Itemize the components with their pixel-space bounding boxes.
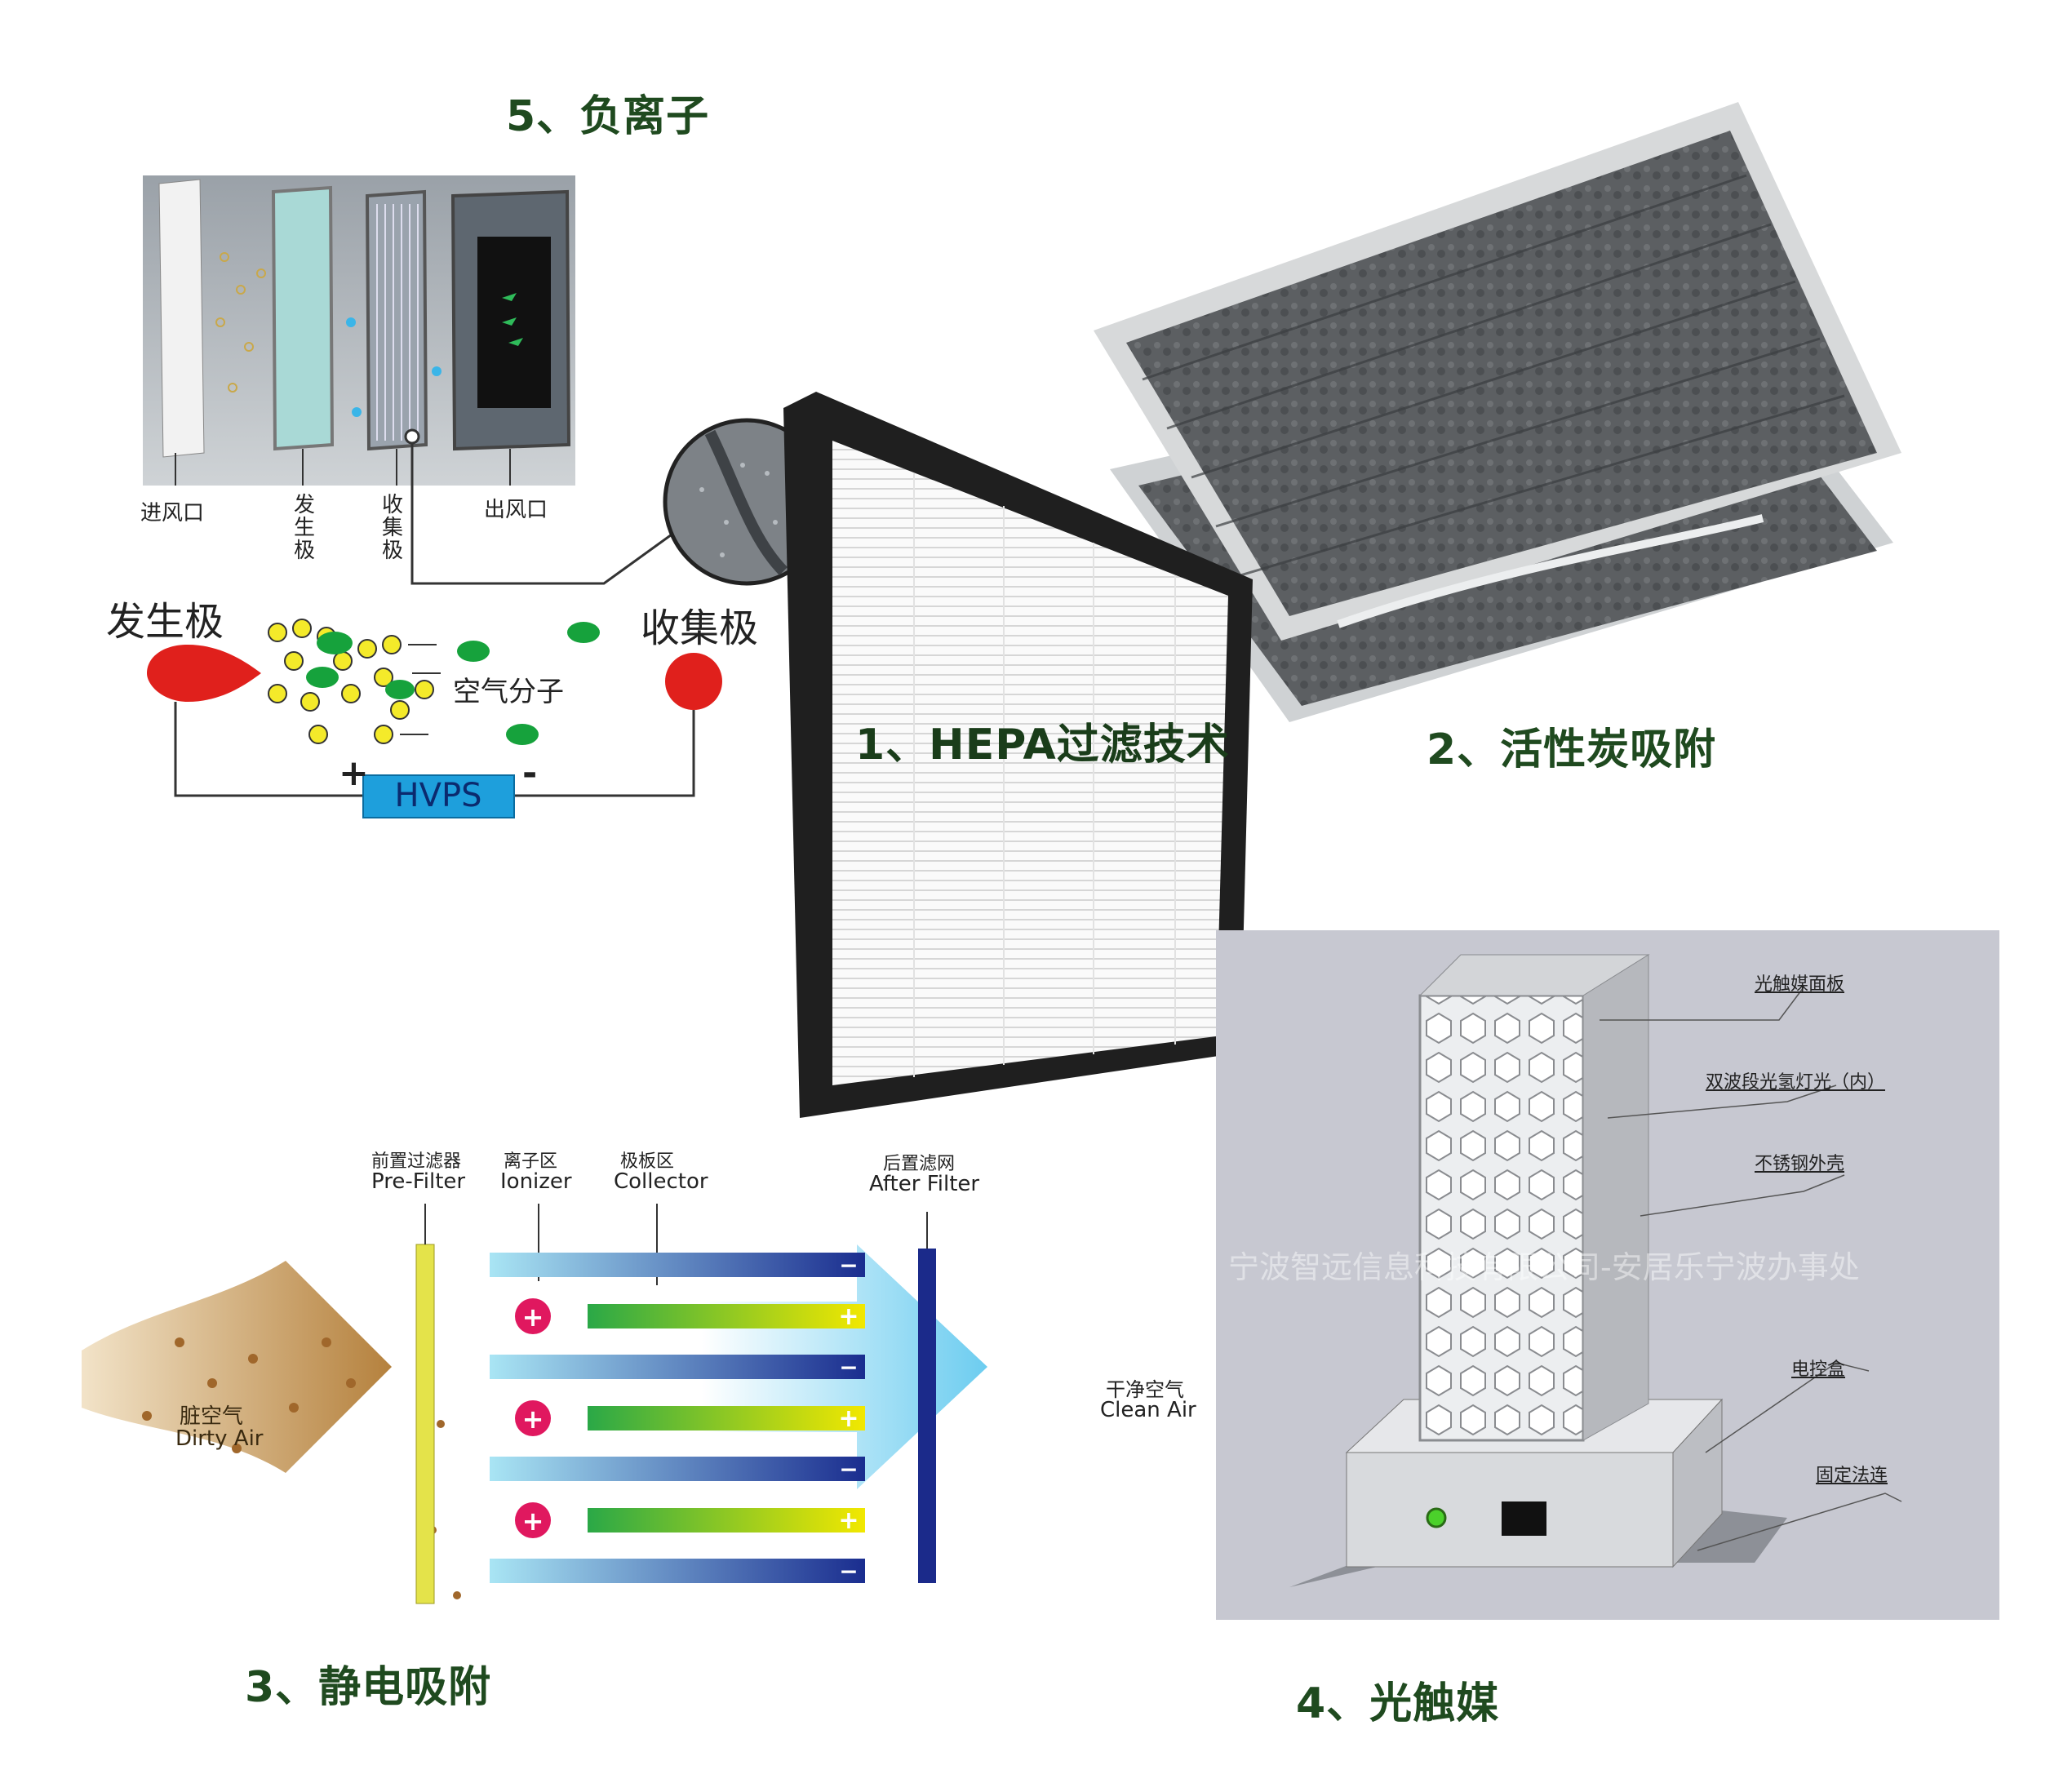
callout-lamp: 双波段光氢灯光（内） (1706, 1072, 1886, 1093)
collector-label: 收集极 (641, 605, 759, 651)
anion-exploded-view (143, 175, 575, 486)
stage-label-inlet: 进风口 (140, 501, 205, 526)
generator-label: 发生极 (106, 599, 224, 645)
dirty-air-label-cn: 脏空气 (180, 1404, 244, 1429)
afterfilter-bar (918, 1249, 936, 1583)
plate-4 (588, 1406, 865, 1430)
electrostatic-diagram: − + − + − + − + + + (82, 1204, 987, 1604)
inlet-panel (158, 179, 205, 458)
ionizer-label-en: Ionizer (500, 1169, 572, 1194)
anion-exploded-svg (143, 175, 575, 486)
plate-5-sign: − (839, 1456, 858, 1483)
callout-shell: 不锈钢外壳 (1755, 1154, 1845, 1174)
plate-4-sign: + (838, 1404, 859, 1433)
clean-air-label-en: Clean Air (1100, 1398, 1196, 1422)
hepa-media (832, 441, 1228, 1085)
photocatalyst-svg (1289, 954, 1902, 1587)
plate-3-sign: − (839, 1354, 858, 1381)
generator-plate (271, 185, 335, 451)
caption-carbon: 2、活性炭吸附 (1427, 725, 1717, 774)
stage-label-generator: 发生极 (294, 493, 316, 563)
plate-7-sign: − (839, 1558, 858, 1585)
ionizer-nodes (515, 1298, 551, 1538)
plate-6-sign: + (838, 1506, 859, 1535)
magnifier-anchor (404, 428, 420, 445)
magnifier-fiber (704, 429, 788, 575)
prefilter-label-cn: 前置过滤器 (371, 1151, 462, 1172)
stage-label-outlet: 出风口 (484, 498, 548, 522)
callout-panel: 光触媒面板 (1755, 974, 1845, 995)
photocatalyst-panel (1216, 930, 1999, 1620)
ion-cluster (268, 619, 434, 744)
wire-left (174, 702, 367, 797)
collector-electrode (665, 653, 722, 710)
caption-electrostatic: 3、静电吸附 (245, 1663, 492, 1712)
watermark: 宁波智远信息科技有限公司-安居乐宁波办事处 (1228, 1249, 1860, 1285)
prefilter-bar (415, 1244, 435, 1604)
magnifier-leader (410, 437, 678, 585)
plate-7 (490, 1559, 865, 1583)
ion-sign-3: + (522, 1506, 544, 1537)
dirty-air-arrow (82, 1261, 392, 1473)
lamp-housing-side (1582, 954, 1649, 1441)
callout-control-box: 电控盒 (1791, 1360, 1846, 1380)
plate-6 (588, 1508, 865, 1533)
lamp-housing-front (1418, 994, 1585, 1442)
ionizer-schematic: HVPS + - (147, 619, 722, 818)
afterfilter-label-cn: 后置滤网 (883, 1154, 956, 1174)
carbon-filter-image (1094, 102, 1901, 722)
plate-1-sign: − (839, 1252, 858, 1279)
ion-sign-2: + (522, 1404, 544, 1435)
ionizer-label-cn: 离子区 (504, 1151, 558, 1172)
control-box-side (1672, 1398, 1723, 1568)
plus-sign: + (339, 752, 369, 794)
collector-label-en: Collector (614, 1169, 708, 1194)
outlet-window (477, 237, 551, 408)
power-indicator-light (1426, 1507, 1447, 1528)
clean-air-label-cn: 干净空气 (1106, 1378, 1184, 1401)
caption-anion: 5、负离子 (506, 92, 710, 141)
callout-flange: 固定法连 (1816, 1466, 1888, 1486)
minus-sign: - (522, 752, 537, 794)
power-switch (1502, 1501, 1546, 1536)
hepa-filter-image (783, 392, 1253, 1118)
stage-label-collector: 收集极 (382, 493, 404, 563)
magnifier-callout (404, 418, 824, 586)
caption-photocatalyst: 4、光触媒 (1296, 1679, 1500, 1728)
hvps-box (362, 774, 515, 818)
generator-electrode (147, 645, 261, 702)
caption-hepa: 1、HEPA过滤技术 (855, 721, 1230, 770)
ion-sign-1: + (522, 1302, 544, 1333)
plate-2-sign: + (838, 1302, 859, 1331)
wire-right (514, 710, 695, 797)
dirty-air-label-en: Dirty Air (175, 1426, 264, 1451)
plate-1 (490, 1253, 865, 1277)
air-molecule-label: 空气分子 (453, 676, 564, 708)
collector-label-cn: 极板区 (620, 1151, 675, 1172)
collector-plate (365, 189, 428, 451)
plate-2 (588, 1304, 865, 1328)
plate-3 (490, 1355, 865, 1379)
afterfilter-label-en: After Filter (869, 1172, 980, 1196)
plate-5 (490, 1457, 865, 1481)
prefilter-label-en: Pre-Filter (371, 1169, 466, 1194)
hvps-label: HVPS (395, 777, 482, 814)
nose-wire (1337, 514, 1764, 628)
